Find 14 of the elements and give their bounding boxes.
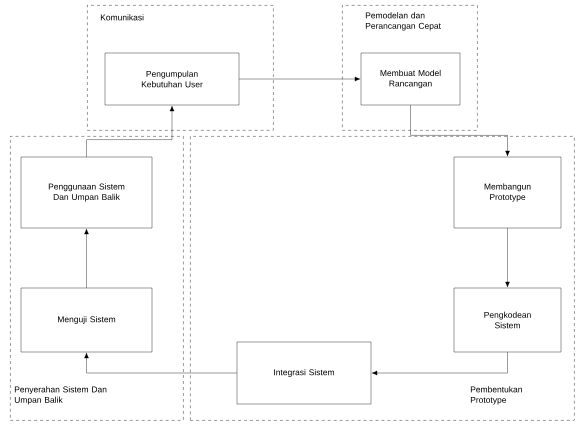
- process-box: Membuat Model Rancangan: [360, 52, 460, 106]
- process-box: Integrasi Sistem: [236, 342, 372, 404]
- process-box: Membangun Prototype: [454, 156, 562, 228]
- arrow: [239, 76, 360, 82]
- process-box: Menguji Sistem: [20, 288, 152, 352]
- arrow: [410, 105, 510, 156]
- arrow: [505, 228, 510, 288]
- arrow: [84, 228, 89, 288]
- process-box: Pengumpulan Kebutuhan User: [104, 52, 240, 106]
- arrow: [86, 106, 174, 157]
- arrow: [372, 352, 508, 376]
- process-box: Pengkodean Sistem: [454, 288, 562, 352]
- process-box: Penggunaan Sistem Dan Umpan Balik: [20, 156, 152, 228]
- arrow: [84, 352, 237, 374]
